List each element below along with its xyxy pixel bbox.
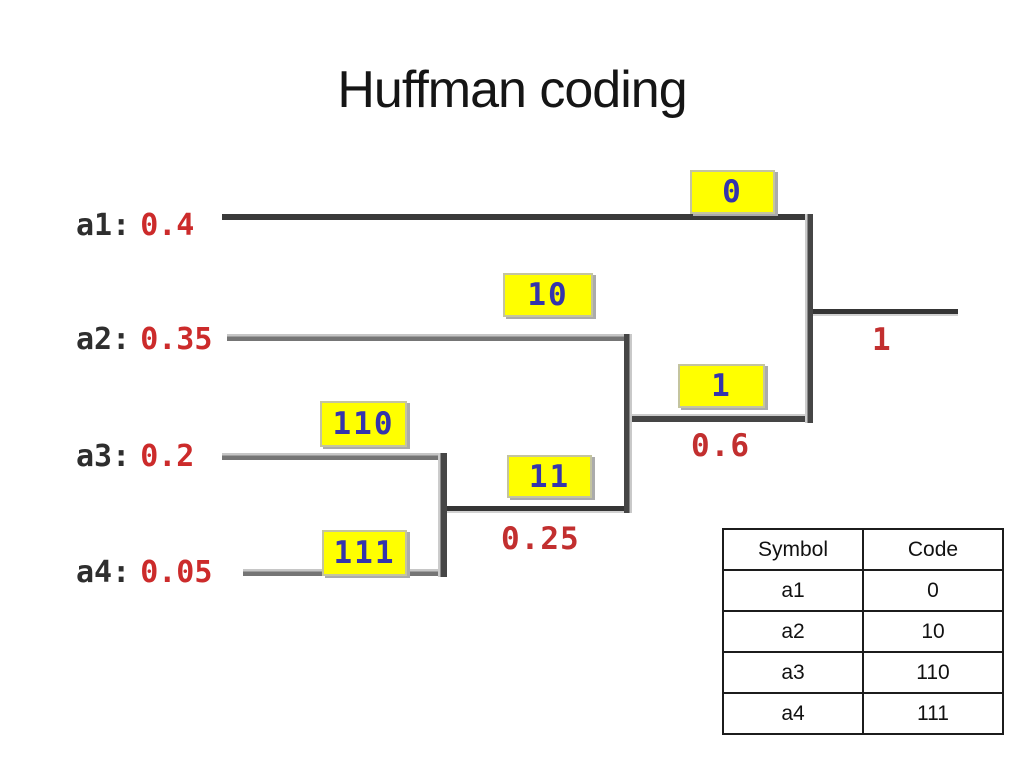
table-cell-symbol: a4 (722, 692, 864, 735)
code-label-bits110-a3: 110 (320, 401, 407, 447)
leaf-a4: a4: 0.05 (76, 555, 212, 591)
edge-root-horizontal (806, 309, 958, 316)
table-header-code: Code (862, 528, 1004, 571)
code-label-text: 1 (711, 368, 732, 404)
code-label-text: 110 (332, 406, 395, 442)
merged-prob-06: 0.6 (691, 428, 750, 464)
table-cell-symbol: a1 (722, 569, 864, 612)
leaf-a2-symbol: a2: (76, 322, 131, 357)
code-table: Symbol Code a1 0 a2 10 a3 110 a4 111 (722, 528, 1004, 735)
table-row: a4 111 (722, 692, 1004, 735)
table-cell-symbol: a3 (722, 651, 864, 694)
code-label-text: 0 (722, 174, 743, 210)
leaf-a1: a1: 0.4 (76, 208, 194, 244)
leaf-a3: a3: 0.2 (76, 439, 194, 475)
edge-merge06-horizontal (626, 414, 812, 422)
edge-a2-horizontal (227, 334, 630, 341)
leaf-a3-probability: 0.2 (140, 439, 195, 474)
code-label-bit0-a1: 0 (690, 170, 775, 214)
code-label-text: 10 (527, 277, 569, 313)
code-label-bit1-merge: 1 (678, 364, 765, 408)
table-row: a1 0 (722, 569, 1004, 612)
code-label-text: 111 (333, 535, 396, 571)
table-header-row: Symbol Code (722, 528, 1004, 571)
table-header-symbol: Symbol (722, 528, 864, 571)
table-row: a3 110 (722, 651, 1004, 694)
leaf-a1-symbol: a1: (76, 208, 131, 243)
edge-a1-horizontal (222, 214, 812, 220)
edge-a3-horizontal (222, 453, 446, 460)
edge-root-vertical (805, 214, 813, 423)
leaf-a4-probability: 0.05 (140, 555, 213, 590)
table-cell-code: 10 (862, 610, 1004, 653)
merged-prob-root: 1 (872, 322, 892, 358)
code-label-bits111-a4: 111 (322, 530, 407, 576)
edge-merge025-vertical (438, 453, 447, 577)
slide-title: Huffman coding (337, 61, 687, 119)
edge-merge025-horizontal (440, 506, 632, 513)
code-label-text: 11 (528, 458, 571, 495)
table-cell-code: 111 (862, 692, 1004, 735)
table-cell-code: 0 (862, 569, 1004, 612)
leaf-a4-symbol: a4: (76, 555, 131, 590)
edge-merge06-vertical (624, 334, 632, 513)
table-cell-code: 110 (862, 651, 1004, 694)
leaf-a2: a2: 0.35 (76, 322, 212, 358)
leaf-a1-probability: 0.4 (140, 208, 195, 243)
leaf-a3-symbol: a3: (76, 439, 131, 474)
code-label-bits11-merge: 11 (507, 455, 592, 498)
leaf-a2-probability: 0.35 (140, 322, 213, 357)
merged-prob-025: 0.25 (501, 521, 580, 557)
table-cell-symbol: a2 (722, 610, 864, 653)
table-row: a2 10 (722, 610, 1004, 653)
code-label-bits10-a2: 10 (503, 273, 593, 317)
